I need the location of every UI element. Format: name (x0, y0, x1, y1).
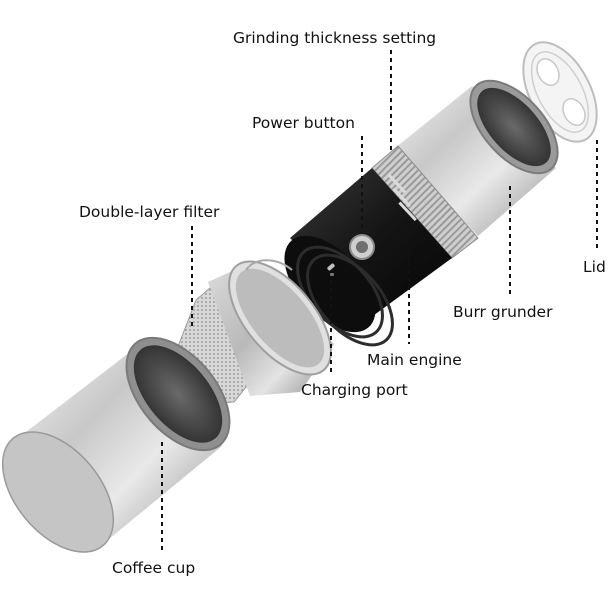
grinding-ring-part (371, 145, 479, 259)
label-charging-port: Charging port (301, 381, 408, 399)
charging-port-icon (327, 263, 335, 276)
label-power-button: Power button (252, 114, 355, 132)
label-burr-grinder: Burr grunder (453, 303, 553, 321)
power-button-icon (349, 234, 375, 260)
label-coffee-cup: Coffee cup (112, 559, 196, 577)
label-grinding-thickness-setting: Grinding thickness setting (233, 29, 437, 47)
leader-lines (161, 50, 598, 552)
label-double-layer-filter: Double-layer filter (79, 203, 220, 221)
label-lid: Lid (583, 258, 606, 276)
coffee-cup-part (1, 336, 231, 553)
burr-grinder-part (395, 79, 559, 236)
label-main-engine: Main engine (367, 351, 462, 369)
